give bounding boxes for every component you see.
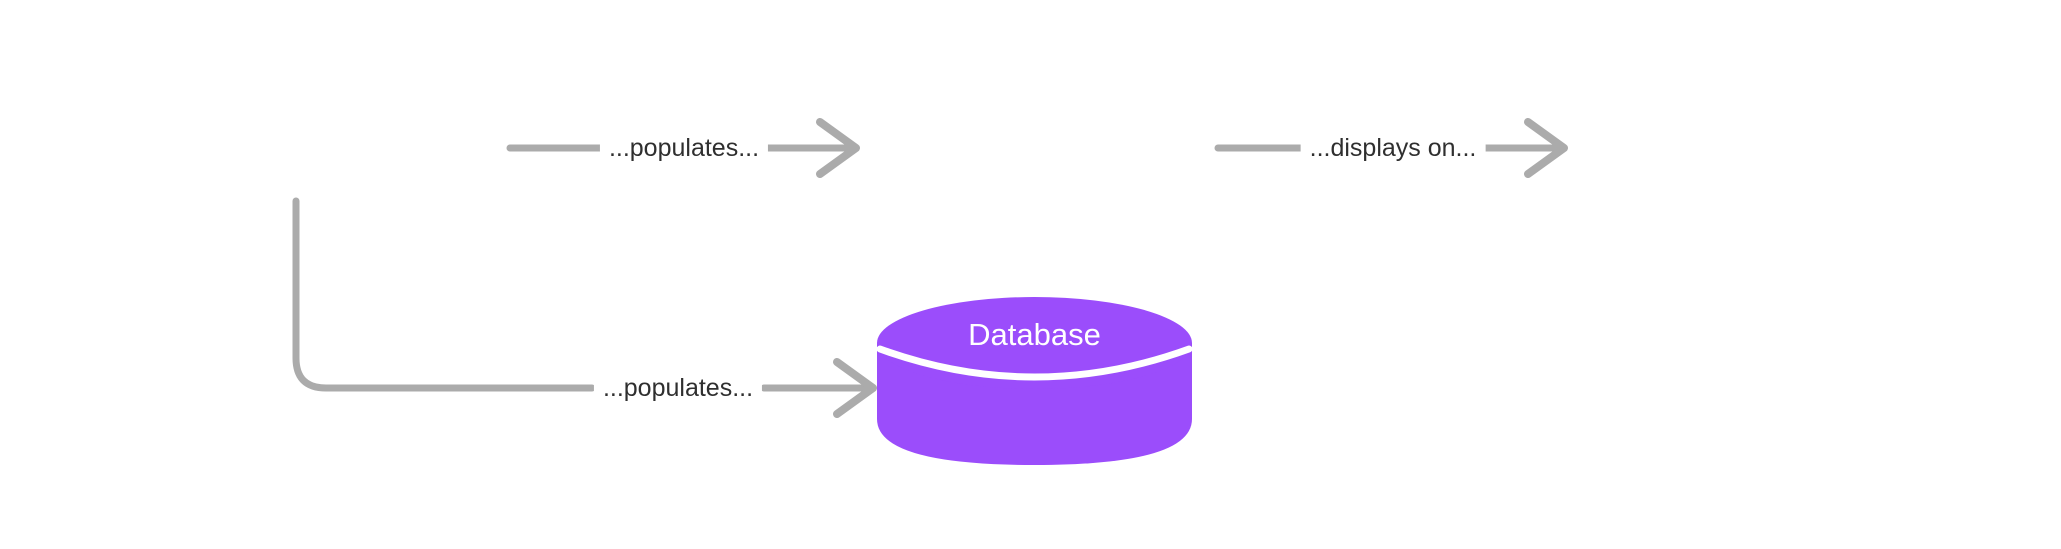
cylinder-top xyxy=(877,297,1192,389)
cylinder-shape xyxy=(877,297,1192,465)
arrowhead-device-uichart xyxy=(816,118,860,178)
edge-device-to-database xyxy=(292,197,877,418)
node-device-label: Device Producing Data xyxy=(139,131,460,167)
node-dashboard-label-line1: Dashboard xyxy=(1696,109,1849,144)
node-ui-chart[interactable]: ui-chart xyxy=(860,68,1218,228)
edge-line-device-db-elbow xyxy=(292,197,596,392)
node-dashboard-label-line2: (All Clients) xyxy=(1692,152,1853,187)
cylinder-rim-highlight xyxy=(877,345,1192,381)
node-device-producing-data[interactable]: Device Producing Data xyxy=(89,97,510,201)
edge-label-device-to-uichart: ...populates... xyxy=(599,130,769,166)
node-database[interactable]: Database xyxy=(877,297,1192,465)
edge-label-device-to-database: ...populates... xyxy=(593,370,763,406)
node-ui-chart-label: ui-chart xyxy=(986,130,1092,166)
edge-label-uichart-to-dashboard: ...displays on... xyxy=(1300,130,1486,166)
node-dashboard[interactable]: Dashboard (All Clients) xyxy=(1568,68,1977,228)
arrowhead-uichart-dash xyxy=(1524,118,1568,178)
arrowhead-device-db xyxy=(833,358,877,418)
edge-uichart-to-dashboard xyxy=(1214,118,1568,178)
node-database-label: Database xyxy=(968,317,1101,352)
